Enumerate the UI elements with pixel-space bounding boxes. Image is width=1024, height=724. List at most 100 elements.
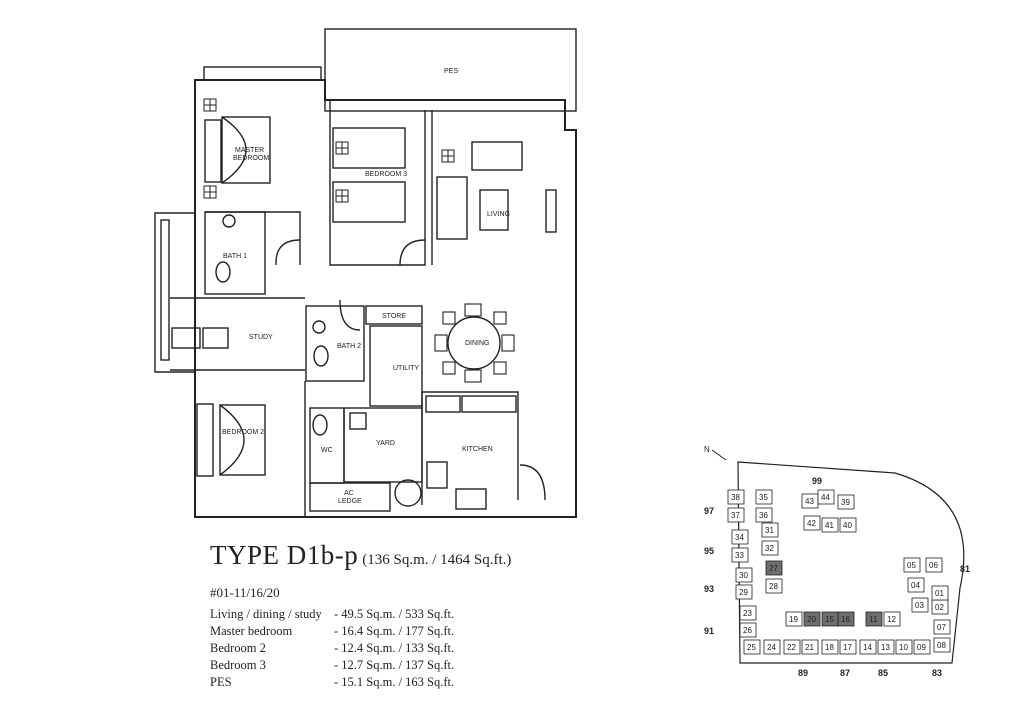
block-label: 24 [767, 643, 776, 652]
block [739, 622, 757, 638]
armchair-icon [436, 176, 468, 240]
label-ledge: LEDGE [338, 498, 362, 505]
block-label: 11 [869, 615, 878, 624]
block-highlighted [821, 611, 839, 627]
master-bed-icon [221, 116, 271, 184]
block [931, 585, 949, 601]
label-yard: YARD [376, 440, 395, 447]
coffee-table-icon [479, 189, 509, 231]
block-label: 23 [743, 609, 752, 618]
site-boundary [737, 461, 965, 664]
block-label: 18 [825, 643, 834, 652]
label-kitchen: KITCHEN [462, 446, 493, 453]
block [911, 597, 929, 613]
unit-title-block: TYPE D1b-p(136 Sq.m. / 1464 Sq.ft.) #01-… [210, 540, 511, 601]
area-row: Living / dining / study- 49.5 Sq.m. / 53… [210, 607, 455, 621]
unit-type-title: TYPE D1b-p [210, 540, 359, 570]
block [761, 522, 779, 538]
label-study: STUDY [249, 334, 273, 341]
block [883, 611, 901, 627]
block [755, 489, 773, 505]
area-row: Bedroom 3- 12.7 Sq.m. / 137 Sq.ft. [210, 658, 455, 672]
block [801, 639, 819, 655]
block-label: 41 [825, 521, 834, 530]
block-label: 15 [825, 615, 834, 624]
label-bedroom2: BEDROOM 2 [222, 429, 264, 436]
road-label: 91 [704, 626, 714, 636]
block [925, 557, 943, 573]
bath1-outline [204, 211, 266, 295]
block-highlighted [803, 611, 821, 627]
area-row: Master bedroom- 16.4 Sq.m. / 177 Sq.ft. [210, 624, 455, 638]
block [913, 639, 931, 655]
unit-size: (136 Sq.m. / 1464 Sq.ft.) [362, 552, 512, 568]
road-label: 99 [812, 476, 822, 486]
block-label: 39 [841, 498, 850, 507]
toilet-icon [215, 261, 231, 283]
block [783, 639, 801, 655]
road-label: 83 [932, 668, 942, 678]
block [755, 507, 773, 523]
block-label: 32 [765, 544, 774, 553]
block [743, 639, 761, 655]
block [731, 529, 749, 545]
bed3-lower-icon [332, 181, 406, 223]
label-bath1: BATH 1 [223, 253, 247, 260]
area-schedule: Living / dining / study- 49.5 Sq.m. / 53… [210, 606, 454, 691]
ac-ledge-outline [309, 482, 391, 512]
road-label: 93 [704, 584, 714, 594]
road-label: 97 [704, 506, 714, 516]
tv-console-icon [545, 189, 557, 233]
sofa-icon [471, 141, 523, 171]
block-label: 27 [769, 564, 778, 573]
outer-wall [194, 79, 577, 518]
block-label: 40 [843, 521, 852, 530]
north-arrow-icon: N [704, 445, 727, 461]
block-label: 29 [739, 588, 748, 597]
stove-icon [455, 488, 487, 510]
block [877, 639, 895, 655]
block [837, 494, 855, 510]
road-label: 87 [840, 668, 850, 678]
block-label: 02 [935, 603, 944, 612]
block [933, 637, 951, 653]
block-label: 25 [747, 643, 756, 652]
block-label: 07 [937, 623, 946, 632]
bed2-icon [219, 404, 266, 476]
block-highlighted [765, 560, 783, 576]
block-label: 26 [743, 626, 752, 635]
block [859, 639, 877, 655]
block-label: 06 [929, 561, 938, 570]
label-dining: DINING [465, 340, 490, 347]
block-label: 17 [843, 643, 852, 652]
block [727, 507, 745, 523]
block [817, 489, 835, 505]
block-label: 05 [907, 561, 916, 570]
label-living: LIVING [487, 211, 510, 218]
bath2-outline [305, 305, 365, 382]
block-label: 38 [731, 493, 740, 502]
study-bay [154, 212, 195, 373]
block-label: 12 [887, 615, 896, 624]
block [765, 578, 783, 594]
balcony-top [203, 66, 322, 81]
block-label: 16 [841, 615, 850, 624]
block-label: 04 [911, 581, 920, 590]
block-highlighted [865, 611, 883, 627]
unit-numbers: #01-11/16/20 [210, 585, 280, 600]
dining-table-icon [447, 316, 501, 370]
block-label: 43 [805, 497, 814, 506]
area-row: PES- 15.1 Sq.m. / 163 Sq.ft. [210, 675, 455, 689]
block [821, 639, 839, 655]
block-label: 13 [881, 643, 890, 652]
block-label: 19 [789, 615, 798, 624]
block-label: 42 [807, 519, 816, 528]
floor-plan: PES MASTER BEDROOM BEDROOM 3 LIVING BATH… [154, 28, 577, 518]
block [895, 639, 913, 655]
label-master-2: BEDROOM [233, 155, 269, 162]
block-label: 28 [769, 582, 778, 591]
block-label: 34 [735, 533, 744, 542]
block-label: 37 [731, 511, 740, 520]
block [933, 619, 951, 635]
